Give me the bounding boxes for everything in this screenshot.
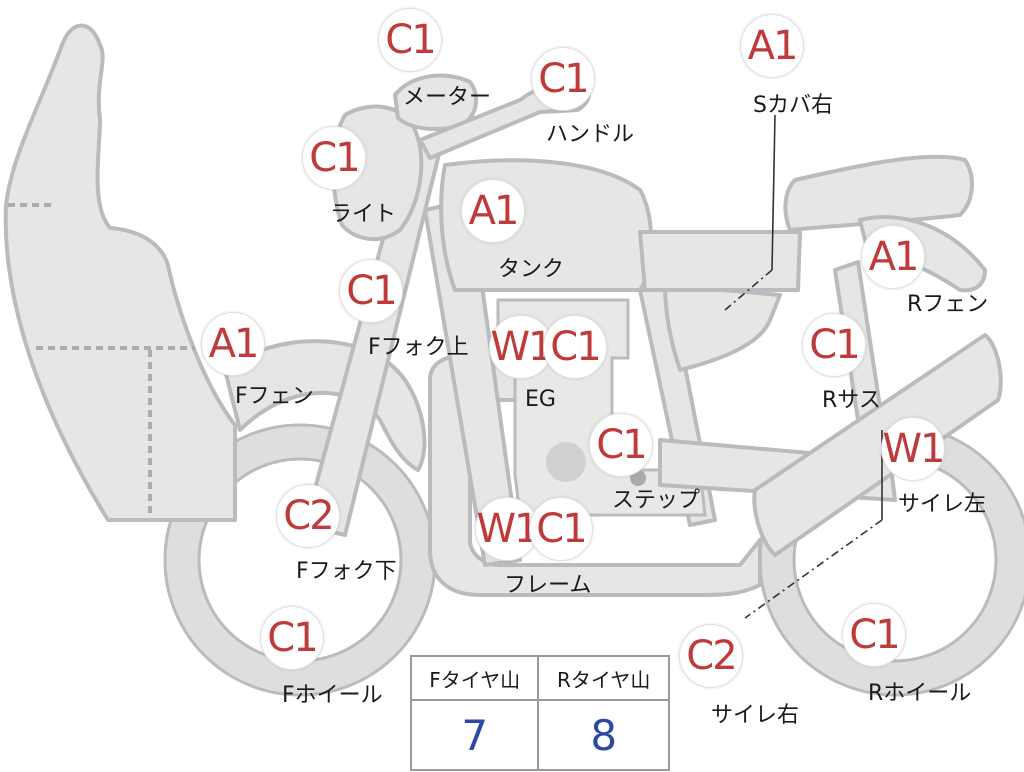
tank-code-badge: A1 (461, 179, 525, 243)
eg-label: EG (525, 387, 556, 412)
f-fender-label: Fフェン (235, 384, 314, 409)
r-fender-label: Rフェン (907, 292, 989, 317)
meter-label: メーター (403, 85, 492, 110)
silencer-left-label: サイレ左 (898, 492, 987, 517)
f-fork-upper-label: Fフォク上 (368, 335, 469, 360)
r-suspension-code-badge: C1 (802, 313, 866, 377)
front-tire-tread-value: 7 (409, 699, 540, 771)
eg-c-code-badge: C1 (543, 315, 607, 379)
front-tire (165, 425, 435, 695)
tank-label: タンク (498, 257, 565, 282)
rear-tire-tread-header: Rタイヤ山 (537, 655, 670, 701)
f-wheel-label: Fホイール (282, 683, 383, 708)
meter-housing (393, 73, 479, 131)
r-fender-code-badge: A1 (861, 225, 925, 289)
seat-rail (638, 230, 802, 292)
seat (783, 154, 974, 232)
front-cowl (3, 23, 237, 522)
frame-c-code-badge: C1 (529, 497, 593, 561)
light-code-badge: C1 (302, 126, 366, 190)
f-fender-code-badge: A1 (201, 312, 265, 376)
silencer-right-code-badge: C2 (679, 624, 743, 688)
frame-label: フレーム (504, 573, 592, 598)
silencer (752, 333, 1003, 557)
rear-tire-tread-value: 8 (537, 699, 670, 771)
silencer-right-label: サイレ右 (711, 703, 800, 728)
handle-code-badge: C1 (531, 47, 595, 111)
handle-label: ハンドル (546, 122, 635, 147)
r-wheel-label: Rホイール (868, 681, 972, 706)
silencer-left-code-badge: W1 (881, 417, 946, 481)
r-suspension-label: Rサス (822, 388, 881, 413)
r-wheel-code-badge: C1 (842, 603, 906, 667)
f-fork-lower-code-badge: C2 (276, 484, 340, 548)
light-label: ライト (330, 202, 397, 227)
s-cover-right-label: Sカバ右 (753, 93, 833, 118)
f-fork-lower-label: Fフォク下 (296, 559, 397, 584)
step-code-badge: C1 (589, 413, 653, 477)
engine-case-cover (546, 442, 586, 482)
s-cover-right-code-badge: A1 (740, 14, 804, 78)
tire-tread-table: Fタイヤ山 Rタイヤ山 7 8 (409, 655, 670, 771)
f-wheel-code-badge: C1 (260, 606, 324, 670)
f-fork-upper-code-badge: C1 (339, 259, 403, 323)
side-cover (663, 283, 782, 372)
step-label: ステップ (612, 488, 701, 513)
meter-code-badge: C1 (378, 8, 442, 72)
front-tire-tread-header: Fタイヤ山 (409, 655, 540, 701)
